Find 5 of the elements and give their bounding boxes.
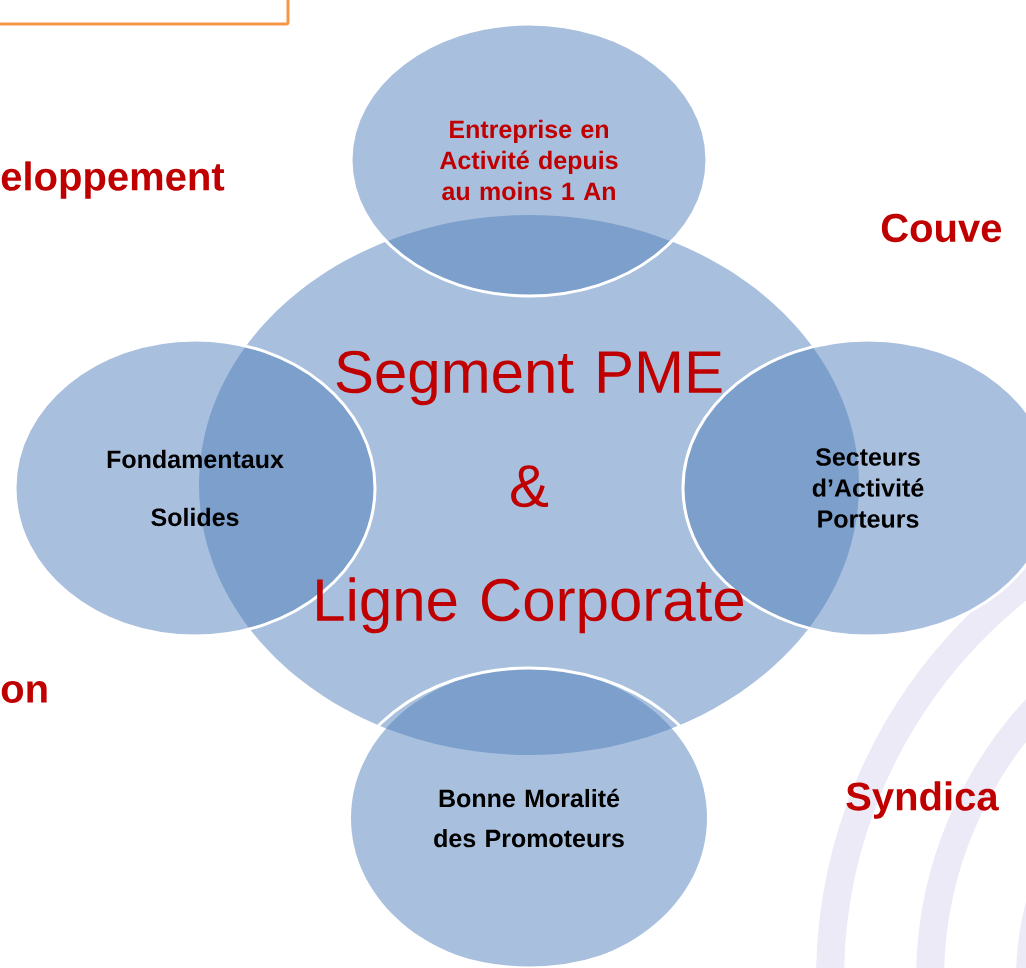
heading-text: eloppement — [1, 161, 225, 199]
box-outline — [0, 0, 290, 26]
heading-text: Couve — [881, 213, 1002, 243]
heading-text: on — [1, 681, 47, 703]
heading-text: Syndica — [846, 781, 999, 819]
